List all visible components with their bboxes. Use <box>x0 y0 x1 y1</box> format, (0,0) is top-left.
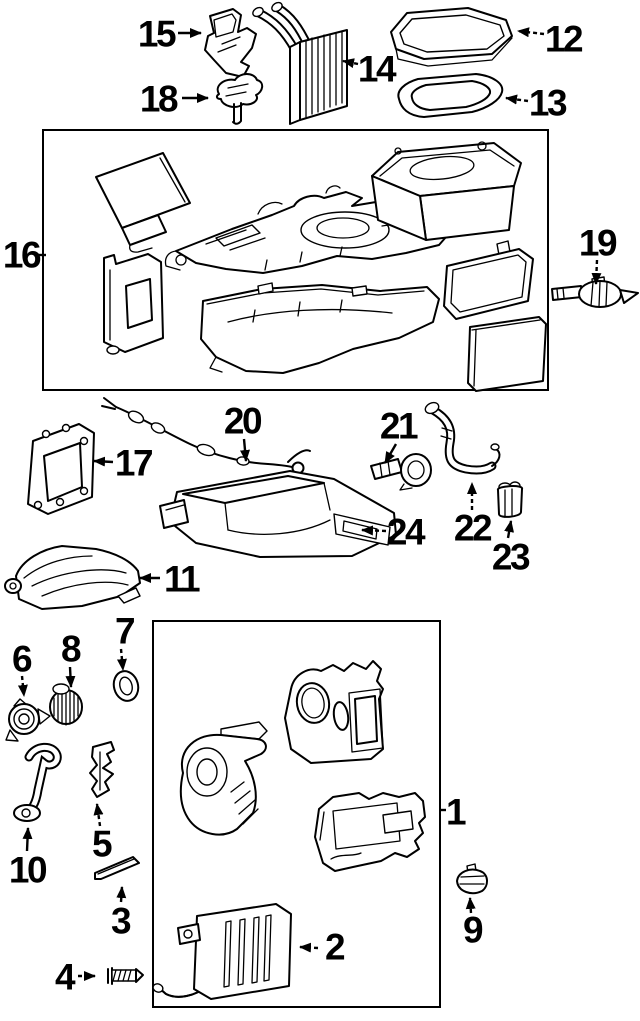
callout-2[interactable]: 2 <box>324 926 346 968</box>
part-23-drawing <box>496 481 524 518</box>
part-1-scroll-housing-drawing <box>179 721 268 836</box>
part-16-side-bracket-drawing <box>103 253 164 355</box>
callout-21[interactable]: 21 <box>379 405 419 447</box>
part-16-inlet-box-drawing <box>371 141 522 241</box>
part-10-drawing <box>13 742 62 822</box>
callout-2-leader <box>299 942 319 953</box>
assembly-box-1 <box>152 620 441 1008</box>
callout-12[interactable]: 12 <box>544 18 584 60</box>
callout-18[interactable]: 18 <box>139 78 179 120</box>
part-24-drawing <box>159 470 397 558</box>
callout-8-leader <box>65 666 76 688</box>
callout-5[interactable]: 5 <box>91 823 113 865</box>
callout-10[interactable]: 10 <box>8 849 48 891</box>
part-16-end-panel-drawing <box>467 316 547 392</box>
callout-7[interactable]: 7 <box>114 610 136 652</box>
callout-21-leader <box>383 443 398 464</box>
callout-8[interactable]: 8 <box>60 628 82 670</box>
part-14-drawing <box>252 1 348 125</box>
part-4-drawing <box>107 967 144 985</box>
part-1-case-drawing <box>314 792 426 872</box>
part-11-drawing <box>4 545 141 610</box>
part-18-drawing <box>215 73 264 125</box>
part-7-drawing <box>112 670 140 702</box>
callout-13[interactable]: 13 <box>528 82 568 124</box>
callout-6[interactable]: 6 <box>11 638 33 680</box>
part-16-lower-housing-drawing <box>200 282 440 374</box>
callout-24[interactable]: 24 <box>386 511 426 553</box>
callout-4[interactable]: 4 <box>54 956 76 998</box>
callout-22[interactable]: 22 <box>453 507 493 549</box>
part-17-drawing <box>27 423 95 515</box>
callout-23[interactable]: 23 <box>491 536 531 578</box>
callout-17-leader <box>93 456 114 467</box>
callout-14[interactable]: 14 <box>357 48 397 90</box>
part-1-gasket-plate-drawing <box>284 660 384 764</box>
callout-14-leader <box>342 58 359 69</box>
callout-12-leader <box>517 27 545 38</box>
part-15-drawing <box>204 8 257 78</box>
part-20-drawing <box>101 397 311 475</box>
part-16-lid-drawing <box>95 152 191 253</box>
part-19-drawing <box>551 276 639 308</box>
part-21-drawing <box>370 453 432 491</box>
callout-9[interactable]: 9 <box>462 909 484 951</box>
callout-23-leader <box>504 520 515 539</box>
callout-11[interactable]: 11 <box>163 558 201 600</box>
callout-19[interactable]: 19 <box>578 222 618 264</box>
part-22-drawing <box>424 401 501 475</box>
part-3-drawing <box>94 856 140 880</box>
callout-6-leader <box>17 675 28 697</box>
callout-9-leader <box>465 897 476 914</box>
callout-7-leader <box>116 648 127 671</box>
callout-20[interactable]: 20 <box>223 400 263 442</box>
part-2-drawing <box>152 903 292 1000</box>
callout-3[interactable]: 3 <box>110 900 132 942</box>
callout-10-leader <box>22 827 33 852</box>
callout-16[interactable]: 16 <box>2 234 42 276</box>
callout-15[interactable]: 15 <box>137 13 177 55</box>
callout-13-leader <box>505 94 529 105</box>
part-8-drawing <box>49 683 83 726</box>
part-13-drawing <box>397 73 504 118</box>
callout-20-leader <box>240 438 250 462</box>
callout-17[interactable]: 17 <box>114 442 154 484</box>
callout-1[interactable]: 1 <box>445 791 467 833</box>
part-12-drawing <box>390 7 513 67</box>
part-6-drawing <box>5 698 51 742</box>
callout-3-leader <box>116 886 127 903</box>
callout-leaders <box>17 27 602 981</box>
assembly-box-16 <box>42 129 549 391</box>
callout-5-leader <box>93 803 104 827</box>
part-5-drawing <box>89 741 115 798</box>
part-16-grid-panel-drawing <box>443 240 534 320</box>
part-9-drawing <box>456 863 488 895</box>
